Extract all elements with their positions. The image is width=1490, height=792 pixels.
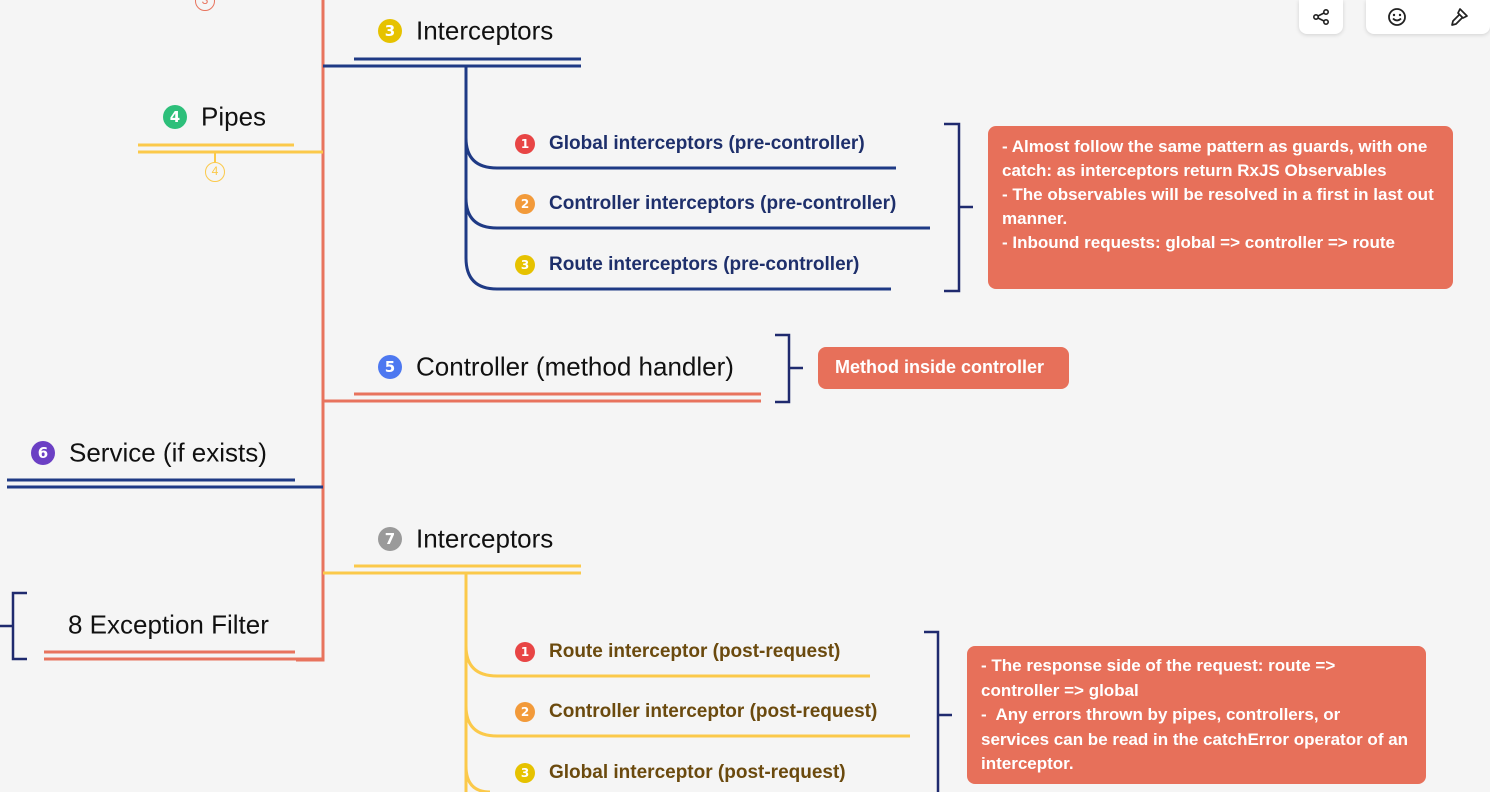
subtopic-label: Global interceptor (post-request) [549,762,846,783]
number-badge: 5 [378,355,402,380]
subtopic-controller-post[interactable]: 2 Controller interceptor (post-request) [515,701,877,723]
note-text: Method inside controller [835,357,1045,377]
subtopic-route-post[interactable]: 1 Route interceptor (post-request) [515,641,840,663]
number-badge: 3 [515,763,535,783]
subtopic-label: Route interceptors (pre-controller) [549,254,860,275]
number-badge: 7 [378,527,402,552]
number-badge: 3 [515,255,535,275]
subtopic-route-pre[interactable]: 3 Route interceptors (pre-controller) [515,254,859,276]
share-icon[interactable] [1307,3,1335,31]
number-badge: 2 [515,702,535,722]
topic-label: Controller (method handler) [416,351,734,382]
note-text: - Almost follow the same pattern as guar… [1002,137,1434,252]
number-badge: 3 [378,19,402,44]
format-toolbar [1366,0,1490,34]
subtopic-label: Global interceptors (pre-controller) [549,133,865,154]
subtopic-global-post[interactable]: 3 Global interceptor (post-request) [515,762,846,784]
format-brush-icon[interactable] [1445,3,1473,31]
topic-exception-filter[interactable]: 8 Exception Filter [68,608,269,641]
emoji-icon[interactable] [1383,3,1411,31]
topic-pipes[interactable]: 4 Pipes [163,100,266,133]
note-pre-interceptors[interactable]: - Almost follow the same pattern as guar… [988,126,1453,289]
topic-label: Interceptors [416,15,554,46]
topic-service[interactable]: 6 Service (if exists) [31,436,267,469]
subtopic-label: Controller interceptor (post-request) [549,701,878,722]
number-badge: 4 [163,105,187,130]
number-badge: 6 [31,441,55,466]
topic-controller[interactable]: 5 Controller (method handler) [378,350,734,383]
subtopic-label: Controller interceptors (pre-controller) [549,193,897,214]
topic-interceptors-post[interactable]: 7 Interceptors [378,522,553,555]
topic-interceptors-pre[interactable]: 3 Interceptors [378,14,553,47]
topic-label: Interceptors [416,523,554,554]
subtopic-label: Route interceptor (post-request) [549,641,841,662]
bracket-controller [775,333,803,404]
trunk-line [296,0,325,662]
note-post-interceptors[interactable]: - The response side of the request: rout… [967,646,1426,784]
topic-label: Pipes [201,101,267,132]
note-text: - The response side of the request: rout… [981,656,1409,773]
bracket-exception [0,591,27,661]
number-badge: 2 [515,194,535,214]
subtopic-global-pre[interactable]: 1 Global interceptors (pre-controller) [515,133,865,155]
topic-label: Service (if exists) [69,437,267,468]
share-toolbar [1299,0,1343,34]
number-badge: 1 [515,134,535,154]
topic-label: 8 Exception Filter [68,609,269,640]
pipes-collapse-count-badge[interactable]: 4 [205,162,225,182]
number-badge: 1 [515,642,535,662]
subtopic-controller-pre[interactable]: 2 Controller interceptors (pre-controller… [515,193,896,215]
note-controller[interactable]: Method inside controller [818,347,1069,389]
bracket-post [924,630,952,792]
bracket-pre [944,122,973,293]
